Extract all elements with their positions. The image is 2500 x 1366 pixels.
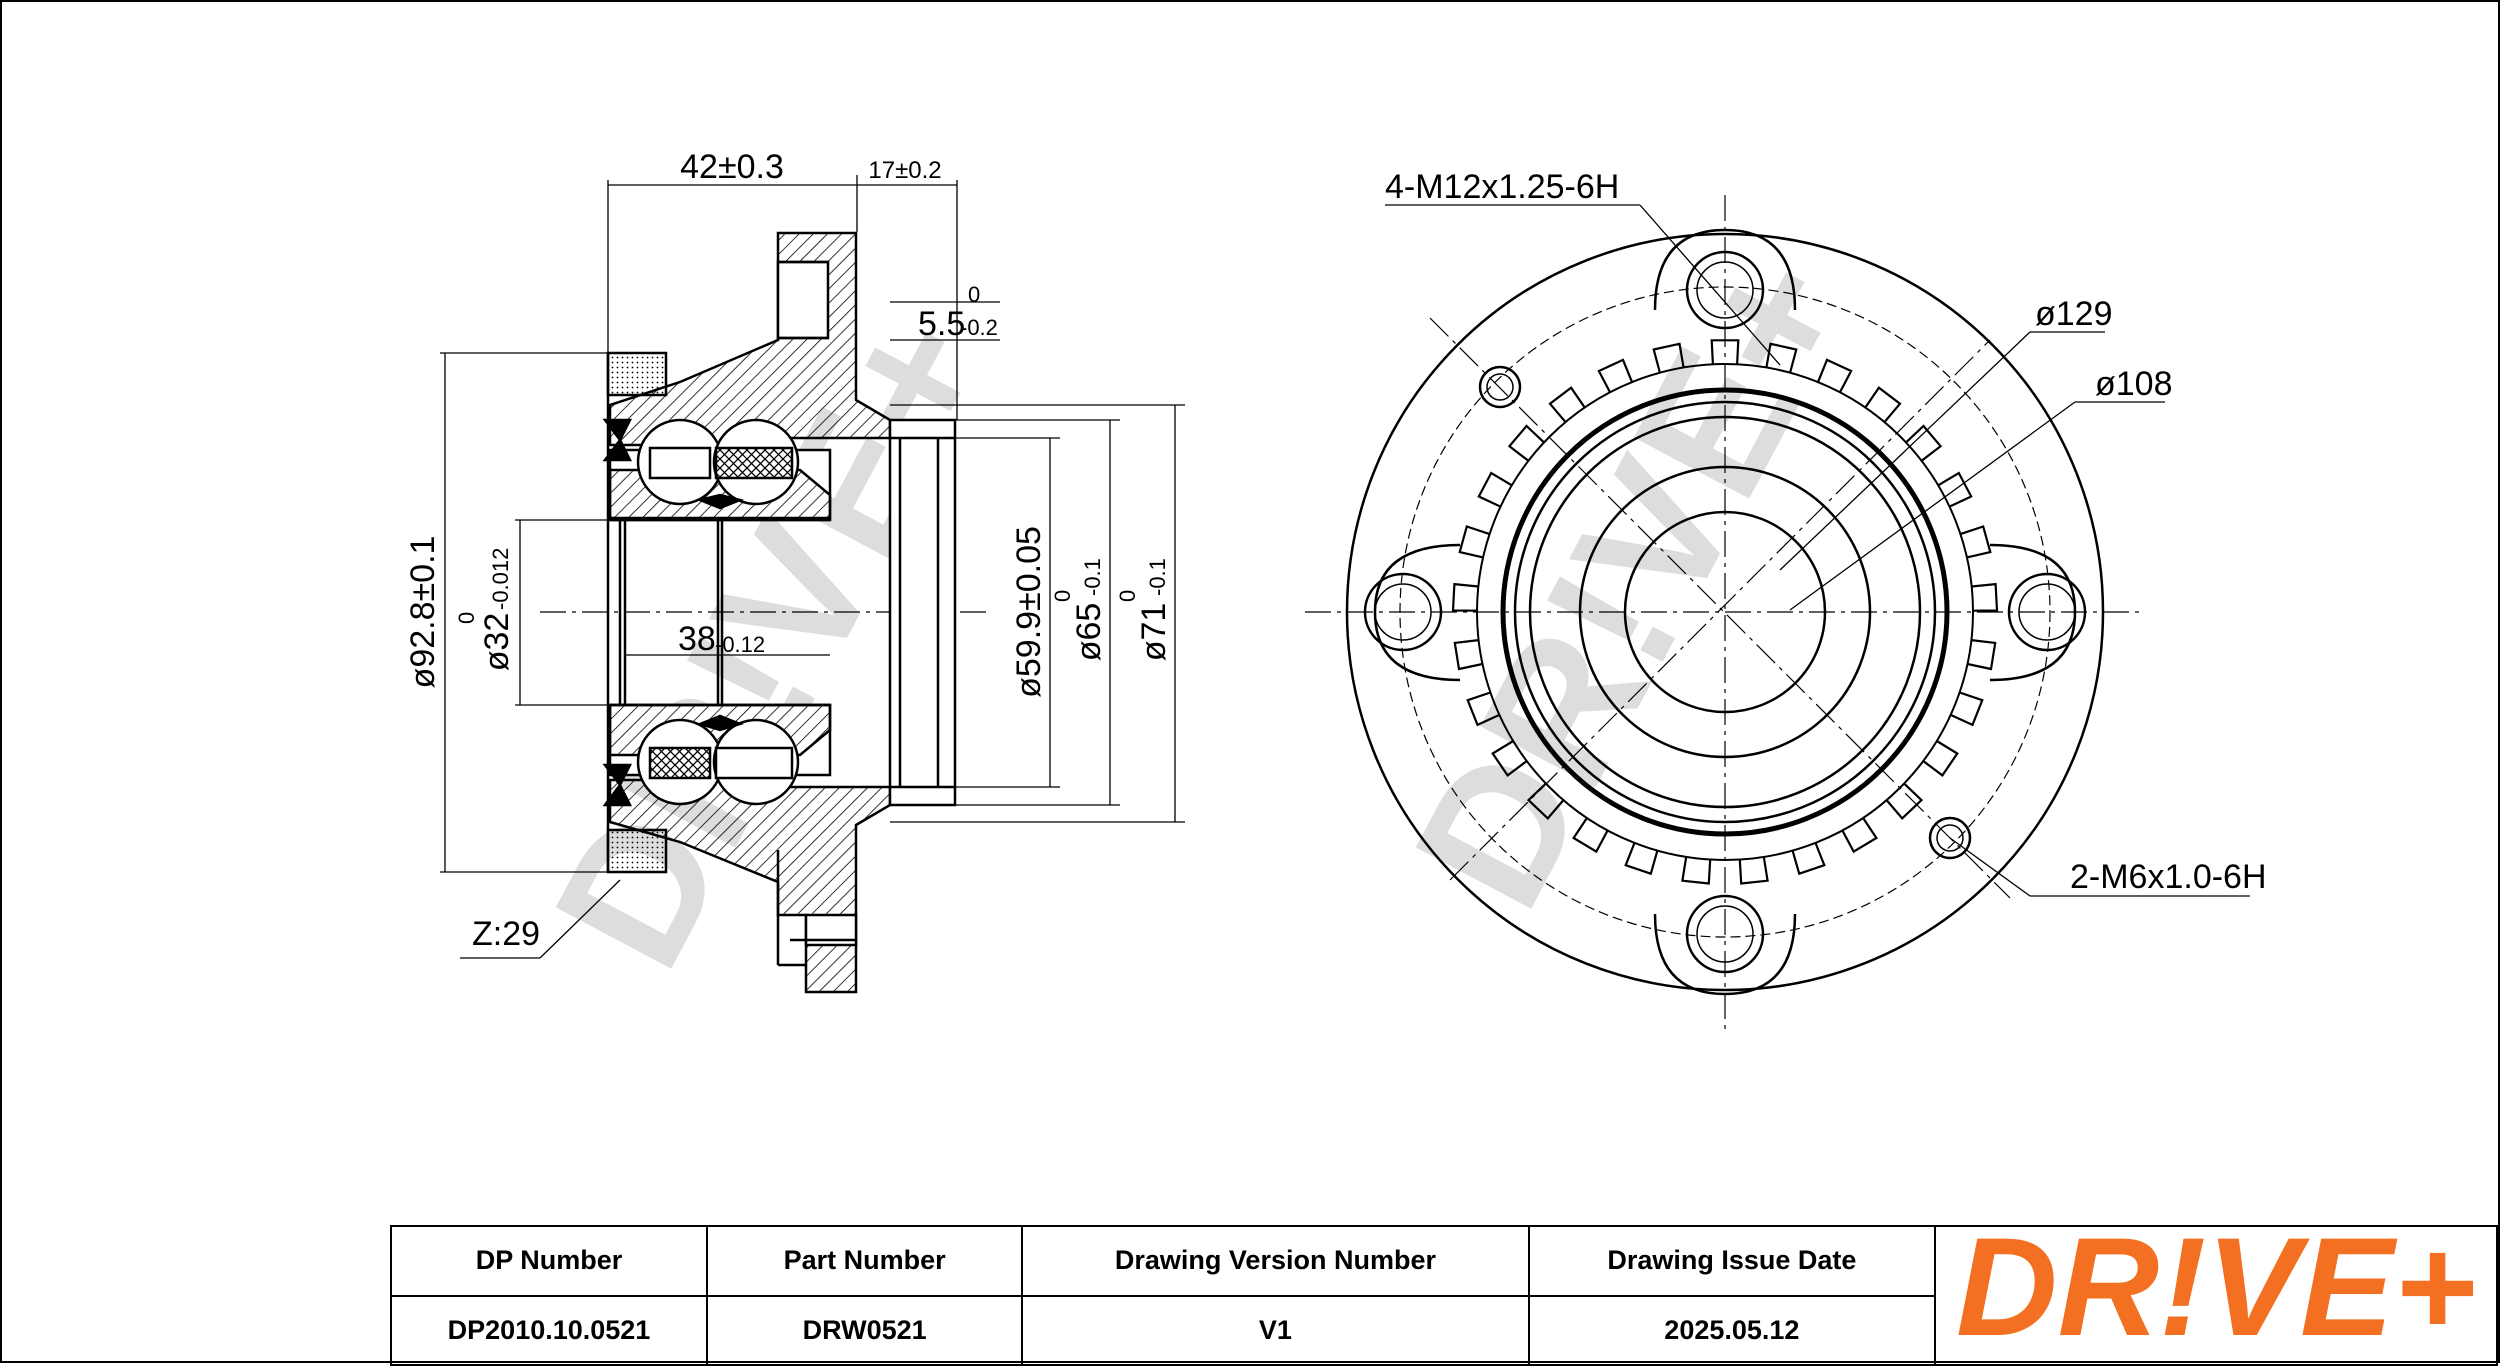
- side-dimension-labels: 42±0.3 17±0.2 0 5.5 -0.2 ø92.8±0.1 ø32 0…: [404, 148, 1173, 953]
- stud-hole-left: [1363, 572, 1443, 652]
- watermark-front: DR!VE+: [1374, 220, 1891, 939]
- technical-drawing: DR!VE+ DR!VE+: [404, 148, 2267, 1035]
- dim-step-lower: -0.2: [960, 315, 998, 340]
- side-dimensions: [440, 175, 1185, 959]
- dim-outer-diameter: ø92.8±0.1: [404, 536, 442, 689]
- tone-ring-top: [606, 351, 668, 397]
- dim-d65-upper: 0: [1050, 590, 1075, 602]
- stud-hole-right: [2007, 572, 2087, 652]
- hub-upper-section: [608, 231, 892, 447]
- pilot-circle: [1578, 465, 1872, 759]
- header-issue-date: Drawing Issue Date: [1527, 1225, 1937, 1297]
- header-dp-number: DP Number: [390, 1225, 708, 1297]
- value-drawing-version: V1: [1021, 1294, 1530, 1366]
- title-block-values: DP2010.10.0521 DRW0521 V1 2025.05.12: [390, 1294, 2497, 1366]
- dim-d71-lower: -0.1: [1145, 558, 1170, 596]
- dim-bore-nominal: ø32: [478, 613, 516, 672]
- dim-step-nominal: 5.5: [918, 305, 965, 343]
- ring-dia-label: ø108: [2095, 365, 2173, 403]
- title-block-headers: DP Number Part Number Drawing Version Nu…: [390, 1208, 2498, 1366]
- small-hole-lower-right: [1928, 816, 1972, 860]
- section-view: [540, 231, 990, 994]
- dim-flange: 17±0.2: [868, 157, 941, 184]
- dim-d65-lower: -0.1: [1080, 558, 1105, 596]
- bolt-circle-label: ø129: [2035, 295, 2113, 333]
- front-view: [1305, 195, 2145, 1035]
- tone-ring-bottom: [606, 828, 668, 874]
- bore-circle: [1623, 510, 1827, 714]
- bolt-circle: [1399, 286, 2051, 938]
- thread-main-label: 4-M12x1.25-6H: [1385, 168, 1619, 206]
- dim-d71-upper: 0: [1115, 590, 1140, 602]
- dim-d65-nominal: ø65: [1070, 603, 1108, 662]
- front-annotations: [1385, 204, 2250, 897]
- brand-logo: DR!VE+: [1956, 1208, 2476, 1365]
- logo-cell: DR!VE+: [1934, 1208, 2498, 1366]
- dim-bore-lower: -0.012: [488, 548, 513, 610]
- value-dp-number: DP2010.10.0521: [390, 1294, 708, 1366]
- header-part-number: Part Number: [705, 1225, 1024, 1297]
- svg-text:DR!VE+: DR!VE+: [1374, 220, 1891, 939]
- svg-text:DR!VE+: DR!VE+: [1956, 1227, 2476, 1357]
- dim-pilot: ø59.9±0.05: [1010, 526, 1048, 698]
- dim-d71-nominal: ø71: [1135, 603, 1173, 662]
- small-hole-upper-left: [1478, 365, 1522, 409]
- value-issue-date: 2025.05.12: [1527, 1294, 1937, 1366]
- flange-outer: [1345, 232, 2105, 992]
- tone-ring-teeth: [1451, 339, 1999, 885]
- teeth-count: Z:29: [472, 915, 540, 953]
- header-drawing-version: Drawing Version Number: [1021, 1225, 1530, 1297]
- thread-small-label: 2-M6x1.0-6H: [2070, 858, 2267, 896]
- value-part-number: DRW0521: [705, 1294, 1024, 1366]
- stud-hole-top: [1685, 250, 1765, 330]
- dim-inner-width-nominal: 38: [678, 620, 716, 658]
- dim-width: 42±0.3: [680, 148, 784, 186]
- dim-step-upper: 0: [968, 282, 980, 307]
- hub-ring-outer: [1500, 387, 1950, 837]
- title-block: DP Number Part Number Drawing Version Nu…: [390, 1208, 2498, 1366]
- dim-inner-width-lower: -0.12: [715, 632, 765, 657]
- stud-hole-bottom: [1685, 894, 1765, 974]
- dim-bore-upper: 0: [454, 612, 479, 624]
- front-labels: 4-M12x1.25-6H ø129 ø108 2-M6x1.0-6H: [1385, 168, 2267, 896]
